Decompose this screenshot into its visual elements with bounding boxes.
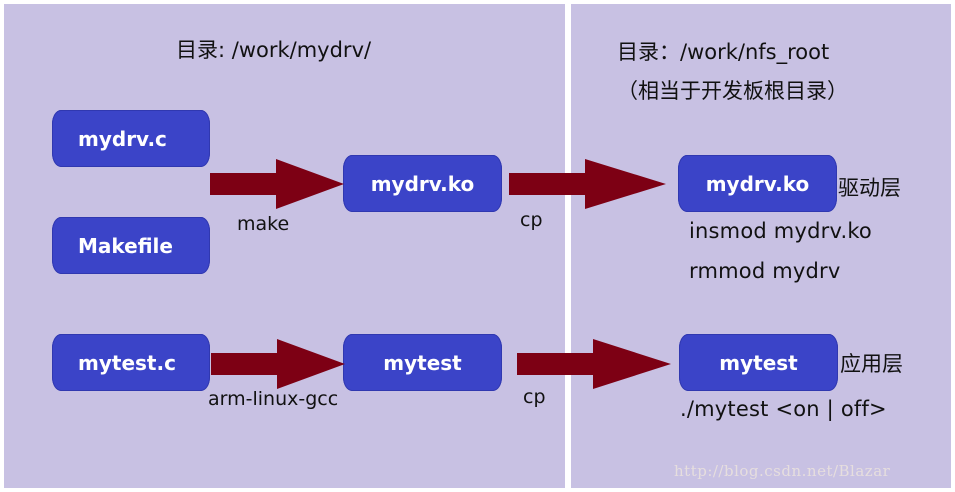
board-directory-note: （相当于开发板根目录） [617,79,848,103]
command-rmmod: rmmod mydrv [689,259,841,283]
command-insmod: insmod mydrv.ko [689,219,872,243]
edge-label-cp-app: cp [523,386,546,408]
node-makefile: Makefile [52,217,210,274]
layer-label-driver: 驱动层 [838,176,901,200]
edge-label-cross-compile: arm-linux-gcc [208,388,339,410]
cp-app-arrow [517,339,671,389]
cp-driver-arrow [509,159,666,209]
node-mytest-c: mytest.c [52,334,210,391]
node-mytest: mytest [343,334,502,391]
node-mydrv-ko-target: mydrv.ko [678,155,837,212]
board-directory-title: 目录：/work/nfs_root [617,40,830,64]
node-mydrv-c: mydrv.c [52,110,210,167]
edge-label-make: make [237,213,290,235]
layer-label-app: 应用层 [840,352,903,376]
make-arrow [210,159,344,209]
cross-compile-arrow [211,339,345,389]
edge-label-cp-driver: cp [520,209,543,231]
watermark: http://blog.csdn.net/Blazar [674,462,891,480]
node-mydrv-ko: mydrv.ko [343,155,502,212]
host-directory-title: 目录: /work/mydrv/ [176,38,372,62]
command-run: ./mytest <on | off> [680,397,887,421]
node-mytest-target: mytest [679,334,838,391]
board-root-panel [571,4,951,488]
